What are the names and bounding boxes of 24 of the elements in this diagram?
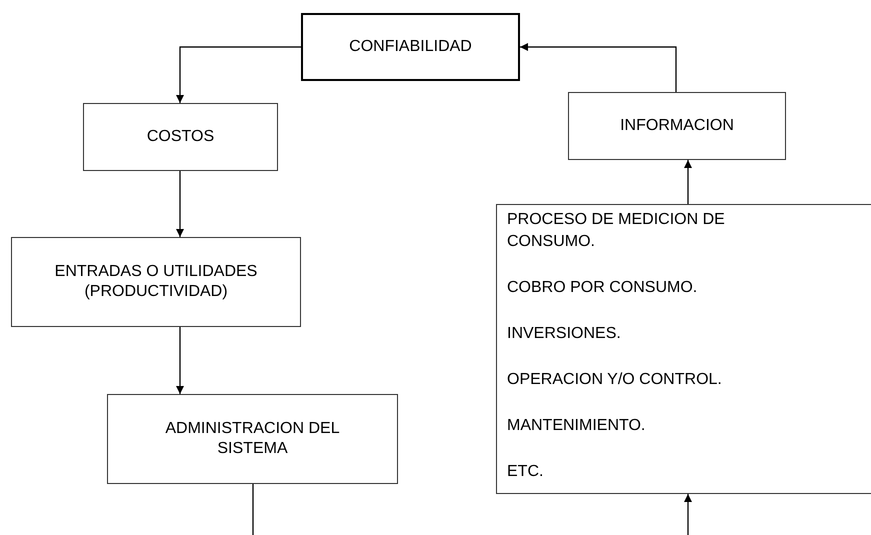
process-box <box>107 394 398 484</box>
arrow <box>684 160 692 204</box>
node-text: ADMINISTRACION DEL SISTEMA <box>164 419 341 459</box>
process-box <box>568 92 786 160</box>
node-text: MANTENIMIENTO. <box>507 416 646 436</box>
list-box <box>496 204 871 494</box>
node-text: INVERSIONES. <box>507 324 622 344</box>
arrow <box>176 46 301 103</box>
node-text: INFORMACION <box>620 116 734 136</box>
process-box <box>83 103 278 171</box>
arrow <box>176 171 184 237</box>
process-box <box>11 237 301 327</box>
arrow <box>520 43 677 92</box>
node-text: ETC. <box>507 462 544 482</box>
node-text: COBRO POR CONSUMO. <box>507 278 698 298</box>
connector-line <box>252 484 254 535</box>
arrow <box>176 327 184 394</box>
process-box <box>301 13 520 81</box>
node-text: COSTOS <box>146 127 214 147</box>
node-text: CONFIABILIDAD <box>349 37 472 57</box>
arrow <box>684 494 692 535</box>
node-text: OPERACION Y/O CONTROL. <box>507 370 723 390</box>
node-text: PROCESO DE MEDICION DE CONSUMO. <box>507 210 726 252</box>
node-text: ENTRADAS O UTILIDADES (PRODUCTIVIDAD) <box>54 262 258 302</box>
